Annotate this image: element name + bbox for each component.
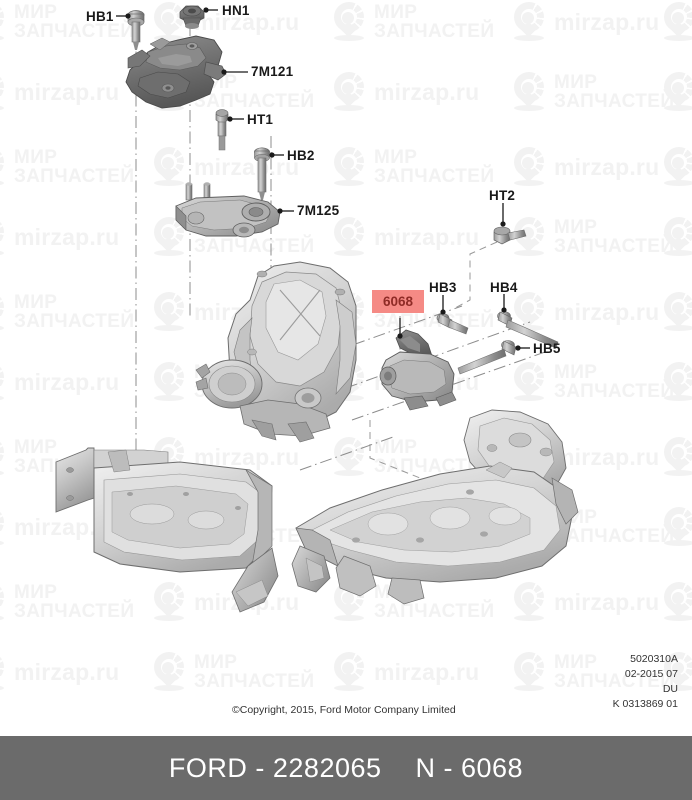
callout-label-ht2[interactable]: HT2 [489,188,516,203]
part-ht1-stud [215,109,229,151]
exploded-parts-artwork [55,5,579,613]
ford-part-reference: FORD - 2282065 [168,752,382,783]
part-7m121-bracket [125,35,227,109]
copyright-notice: ©Copyright, 2015, Ford Motor Company Lim… [232,704,456,716]
callout-label-hb5[interactable]: HB5 [533,341,561,356]
leader-dots [125,7,521,351]
part-hn1-nut [179,5,205,29]
part-6068-engine-mount [379,329,457,411]
part-transmission-housing [195,261,357,443]
doc-line-drawing-number: 5020310A [630,653,678,665]
part-hb1-bolt [127,10,145,50]
part-hb2-bolt [254,147,270,200]
part-hb5-bolt [457,340,517,375]
part-hb3-bolt [436,313,469,335]
callout-label-7m121[interactable]: 7M121 [251,64,294,79]
node-reference: N - 6068 [415,752,524,783]
part-ht2-stud [493,226,527,245]
doc-line-reference: K 0313869 01 [612,698,678,710]
bottom-reference-bar: FORD - 2282065 N - 6068 [0,736,692,800]
callout-label-hb2[interactable]: HB2 [287,148,315,163]
callout-label-hb3[interactable]: HB3 [429,280,457,295]
part-7m125-link [175,182,281,238]
callout-label-6068-highlighted[interactable]: 6068 [372,290,425,313]
doc-line-code: DU [662,683,678,695]
callout-label-ht1[interactable]: HT1 [247,112,274,127]
callout-label-hb1[interactable]: HB1 [86,9,114,24]
callout-label-hb4[interactable]: HB4 [490,280,518,295]
document-reference-block: 5020310A 02-2015 07 DU K 0313869 01 [613,652,678,712]
callout-label-7m125[interactable]: 7M125 [297,203,340,218]
callout-label-hn1[interactable]: HN1 [222,3,250,18]
part-subframe-crossmember [291,409,579,605]
doc-line-date: 02-2015 07 [624,668,678,680]
part-crossbeam-rail [55,447,279,613]
